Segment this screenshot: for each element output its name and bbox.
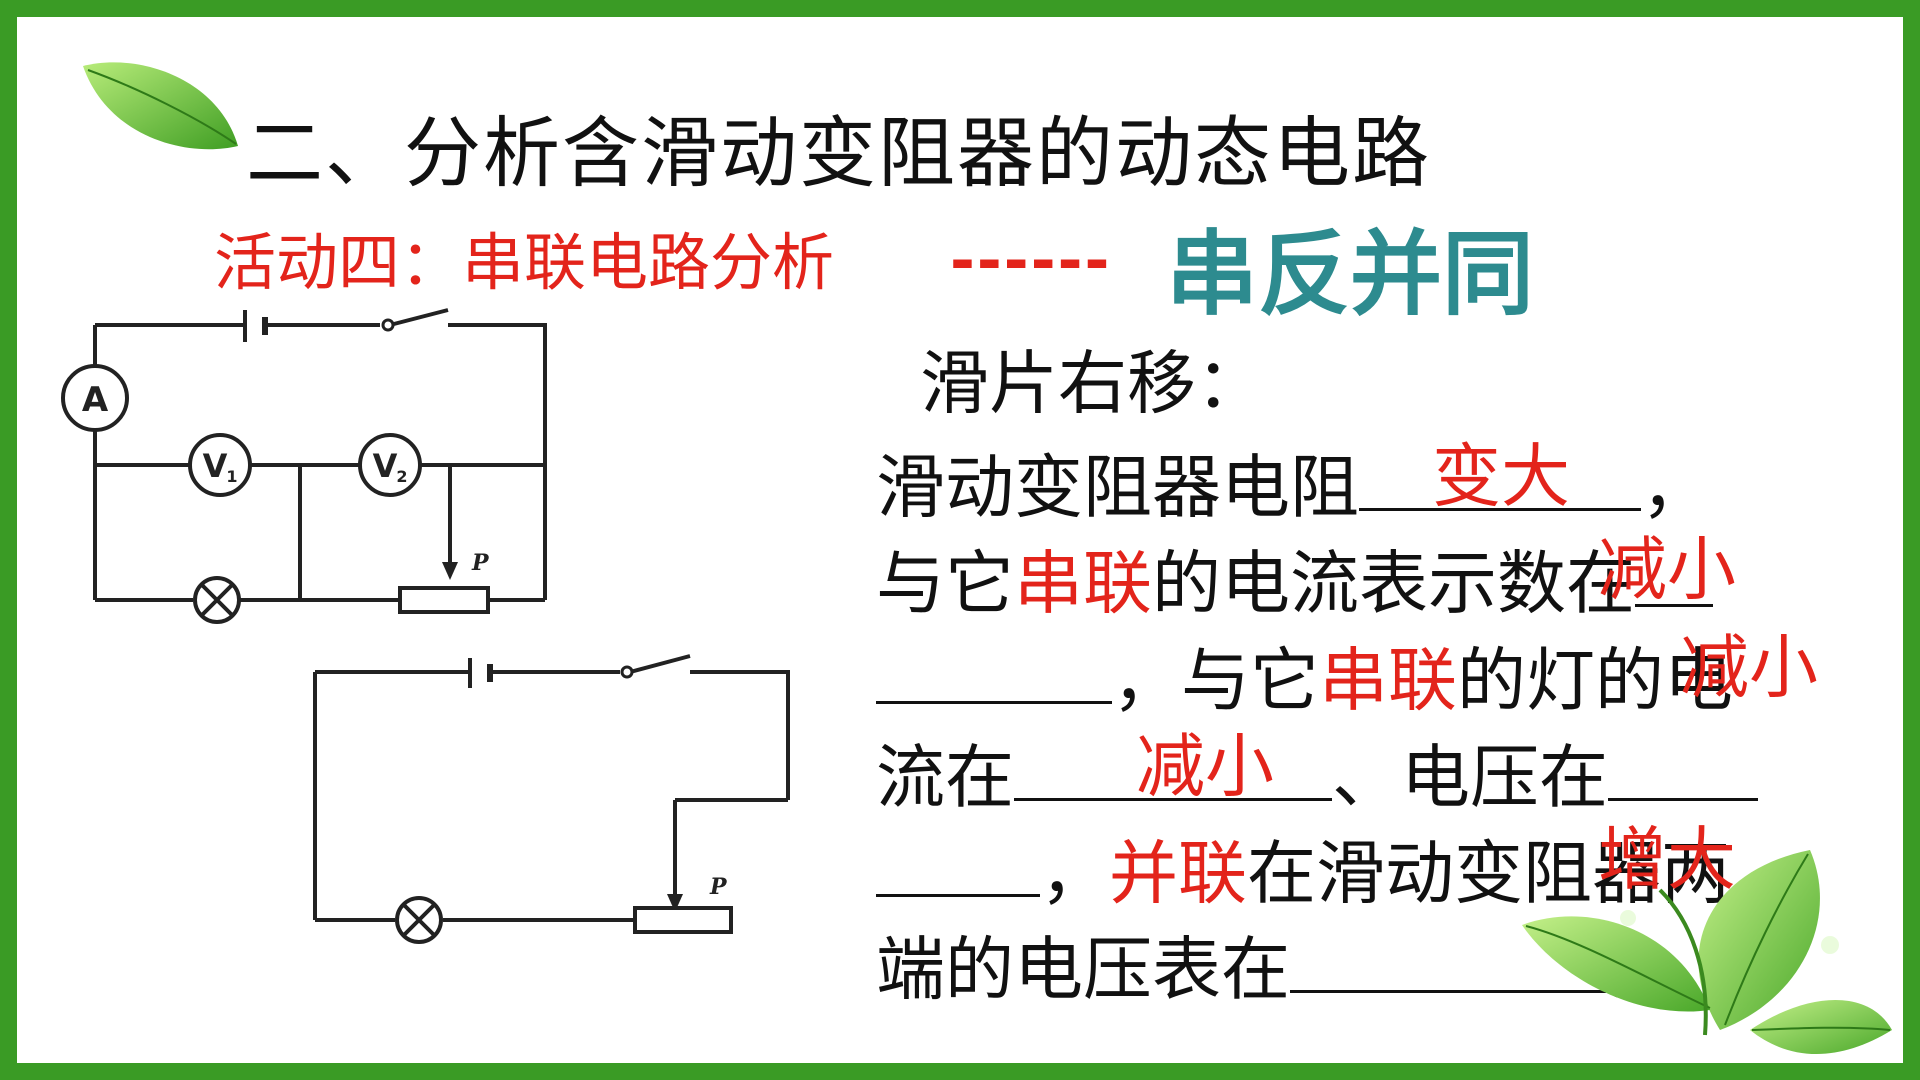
activity-dashes: ------ [950, 226, 1112, 296]
answer-lamp-current: 减小 [1680, 628, 1818, 708]
question-line-1: 滑动变阻器电阻， [876, 448, 1710, 528]
answer-ammeter: 减小 [1598, 530, 1736, 610]
voltmeter-1-icon [188, 433, 252, 497]
voltmeter-1-subscript: 1 [226, 467, 237, 486]
slider-label-2: P [709, 874, 728, 900]
question-line-6: 端的电压表在。 [876, 932, 1675, 1005]
voltmeter-2-subscript: 2 [396, 467, 407, 486]
answer-voltage: 增大 [1598, 820, 1736, 900]
rule-motto: 串反并同 [1166, 221, 1535, 328]
lamp-icon [193, 576, 241, 624]
voltmeter-2-label: V [373, 447, 398, 485]
circuit-diagram-1: A V 1 V 2 P [61, 308, 547, 624]
activity-heading: 活动四：串联电路分析 [214, 226, 835, 299]
voltmeter-2-icon [358, 433, 422, 497]
question-line-4: 流在、电压在 [876, 740, 1758, 813]
question-line-2: 与它串联的电流表示数在 [876, 546, 1713, 619]
ammeter-icon [61, 364, 129, 432]
answer-resistance: 变大 [1432, 437, 1570, 517]
question-line-5: ，并联在滑动变阻器两 [876, 836, 1730, 909]
intro-text: 滑片右移： [920, 344, 1265, 424]
leaf-icon [83, 62, 238, 150]
answer-current: 减小 [1136, 727, 1274, 807]
slider-label-1: P [471, 550, 490, 576]
question-line-3: ，与它串联的灯的电 [876, 643, 1733, 716]
ammeter-label: A [82, 380, 109, 420]
voltmeter-1-label: V [203, 447, 228, 485]
lamp-icon [395, 896, 443, 944]
circuit-diagram-2: P [313, 654, 790, 944]
leaves-icon [1522, 850, 1892, 1054]
page-title: 二、分析含滑动变阻器的动态电路 [246, 110, 1431, 199]
